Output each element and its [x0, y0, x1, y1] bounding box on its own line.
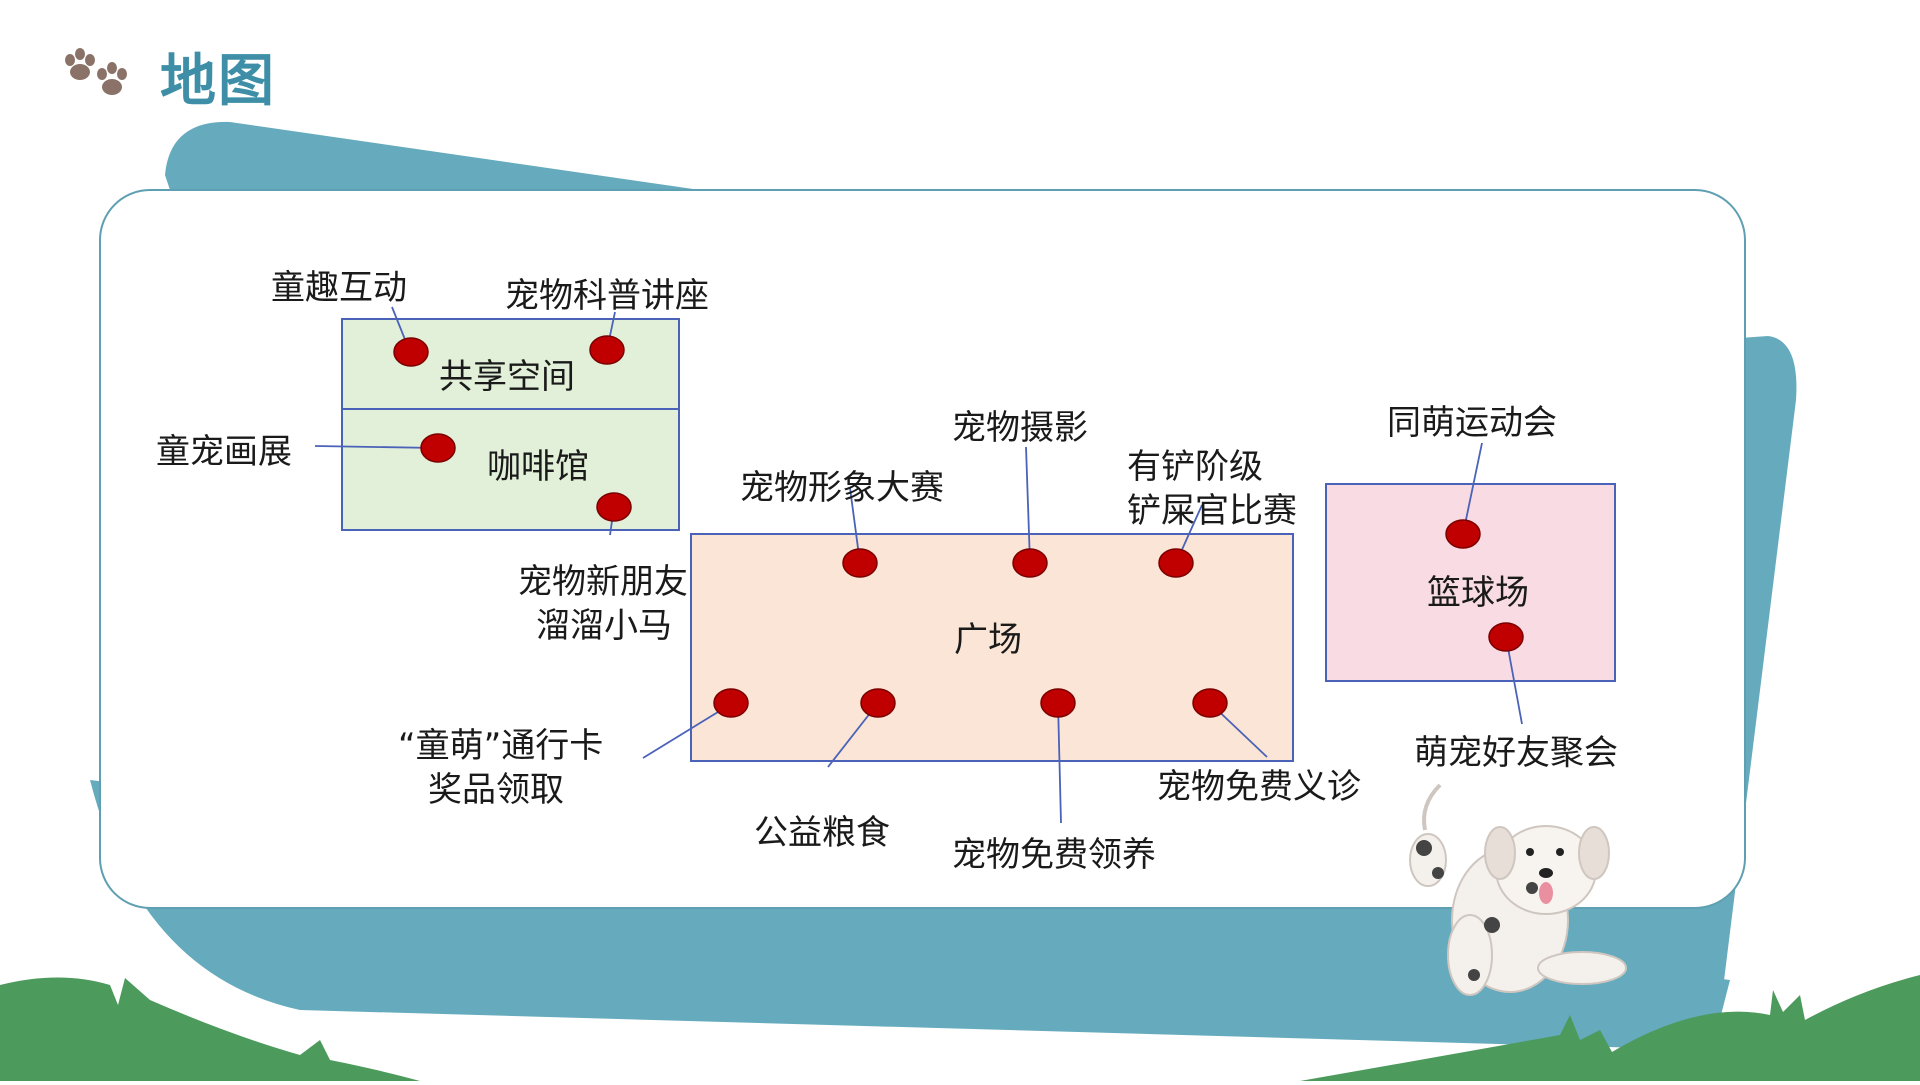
marker-free-clinic[interactable] [1192, 688, 1228, 718]
zone-label-basketball-court: 篮球场 [1427, 573, 1529, 613]
marker-pet-photo[interactable] [1012, 548, 1048, 578]
marker-poop-contest[interactable] [1158, 548, 1194, 578]
marker-pet-lecture[interactable] [589, 335, 625, 365]
leader-line [314, 445, 438, 449]
label-sports-meet: 同萌运动会 [1387, 403, 1557, 443]
grass-decoration [0, 975, 1920, 1081]
leader-line [642, 703, 732, 759]
marker-pass-card[interactable] [713, 688, 749, 718]
label-kids-interaction: 童趣互动 [271, 268, 407, 308]
label-pet-new-friend-2: 溜溜小马 [536, 606, 672, 646]
label-free-clinic: 宠物免费义诊 [1157, 767, 1361, 807]
label-free-adoption: 宠物免费领养 [952, 835, 1156, 875]
leader-line [1057, 702, 1062, 824]
leader-line [1025, 446, 1031, 564]
zone-label-shared-space: 共享空间 [439, 357, 575, 397]
marker-friends-gathering[interactable] [1488, 622, 1524, 652]
marker-kids-pet-painting[interactable] [420, 433, 456, 463]
label-pass-card-1: “童萌”通行卡 [398, 726, 603, 766]
puppy-illustration [1409, 783, 1627, 996]
zone-labels: 共享空间 咖啡馆 广场 篮球场 [439, 357, 1529, 660]
marker-kids-interaction[interactable] [393, 337, 429, 367]
label-pet-image-contest: 宠物形象大赛 [740, 468, 944, 508]
label-friends-gathering: 萌宠好友聚会 [1414, 733, 1618, 773]
marker-pet-image-contest[interactable] [842, 548, 878, 578]
zone-label-cafe: 咖啡馆 [487, 447, 589, 487]
zone-plaza[interactable] [690, 533, 1294, 762]
label-pass-card-2: 奖品领取 [428, 770, 564, 810]
label-poop-contest-2: 铲屎官比赛 [1127, 491, 1297, 531]
marker-free-adoption[interactable] [1040, 688, 1076, 718]
page-title: 地图 [160, 49, 276, 114]
label-pet-new-friend-1: 宠物新朋友 [518, 562, 688, 602]
label-poop-contest-1: 有铲阶级 [1127, 447, 1263, 487]
label-charity-food: 公益粮食 [754, 813, 890, 853]
label-pet-photo: 宠物摄影 [952, 408, 1088, 448]
leader-line [1462, 442, 1483, 535]
zone-label-plaza: 广场 [954, 620, 1022, 660]
marker-sports-meet[interactable] [1445, 519, 1481, 549]
marker-charity-food[interactable] [860, 688, 896, 718]
teal-backdrop-top [165, 121, 700, 190]
activity-labels: 童趣互动 宠物科普讲座 童宠画展 宠物新朋友 溜溜小马 宠物形象大赛 宠物摄影 … [156, 268, 1618, 875]
paw-print-icon [65, 48, 127, 95]
marker-pet-new-friend[interactable] [596, 492, 632, 522]
label-pet-lecture: 宠物科普讲座 [505, 276, 709, 316]
label-kids-pet-painting: 童宠画展 [156, 432, 292, 472]
zone-basketball-court[interactable] [1325, 483, 1616, 682]
markers [393, 335, 1524, 718]
zone-shared-space[interactable] [341, 318, 680, 410]
